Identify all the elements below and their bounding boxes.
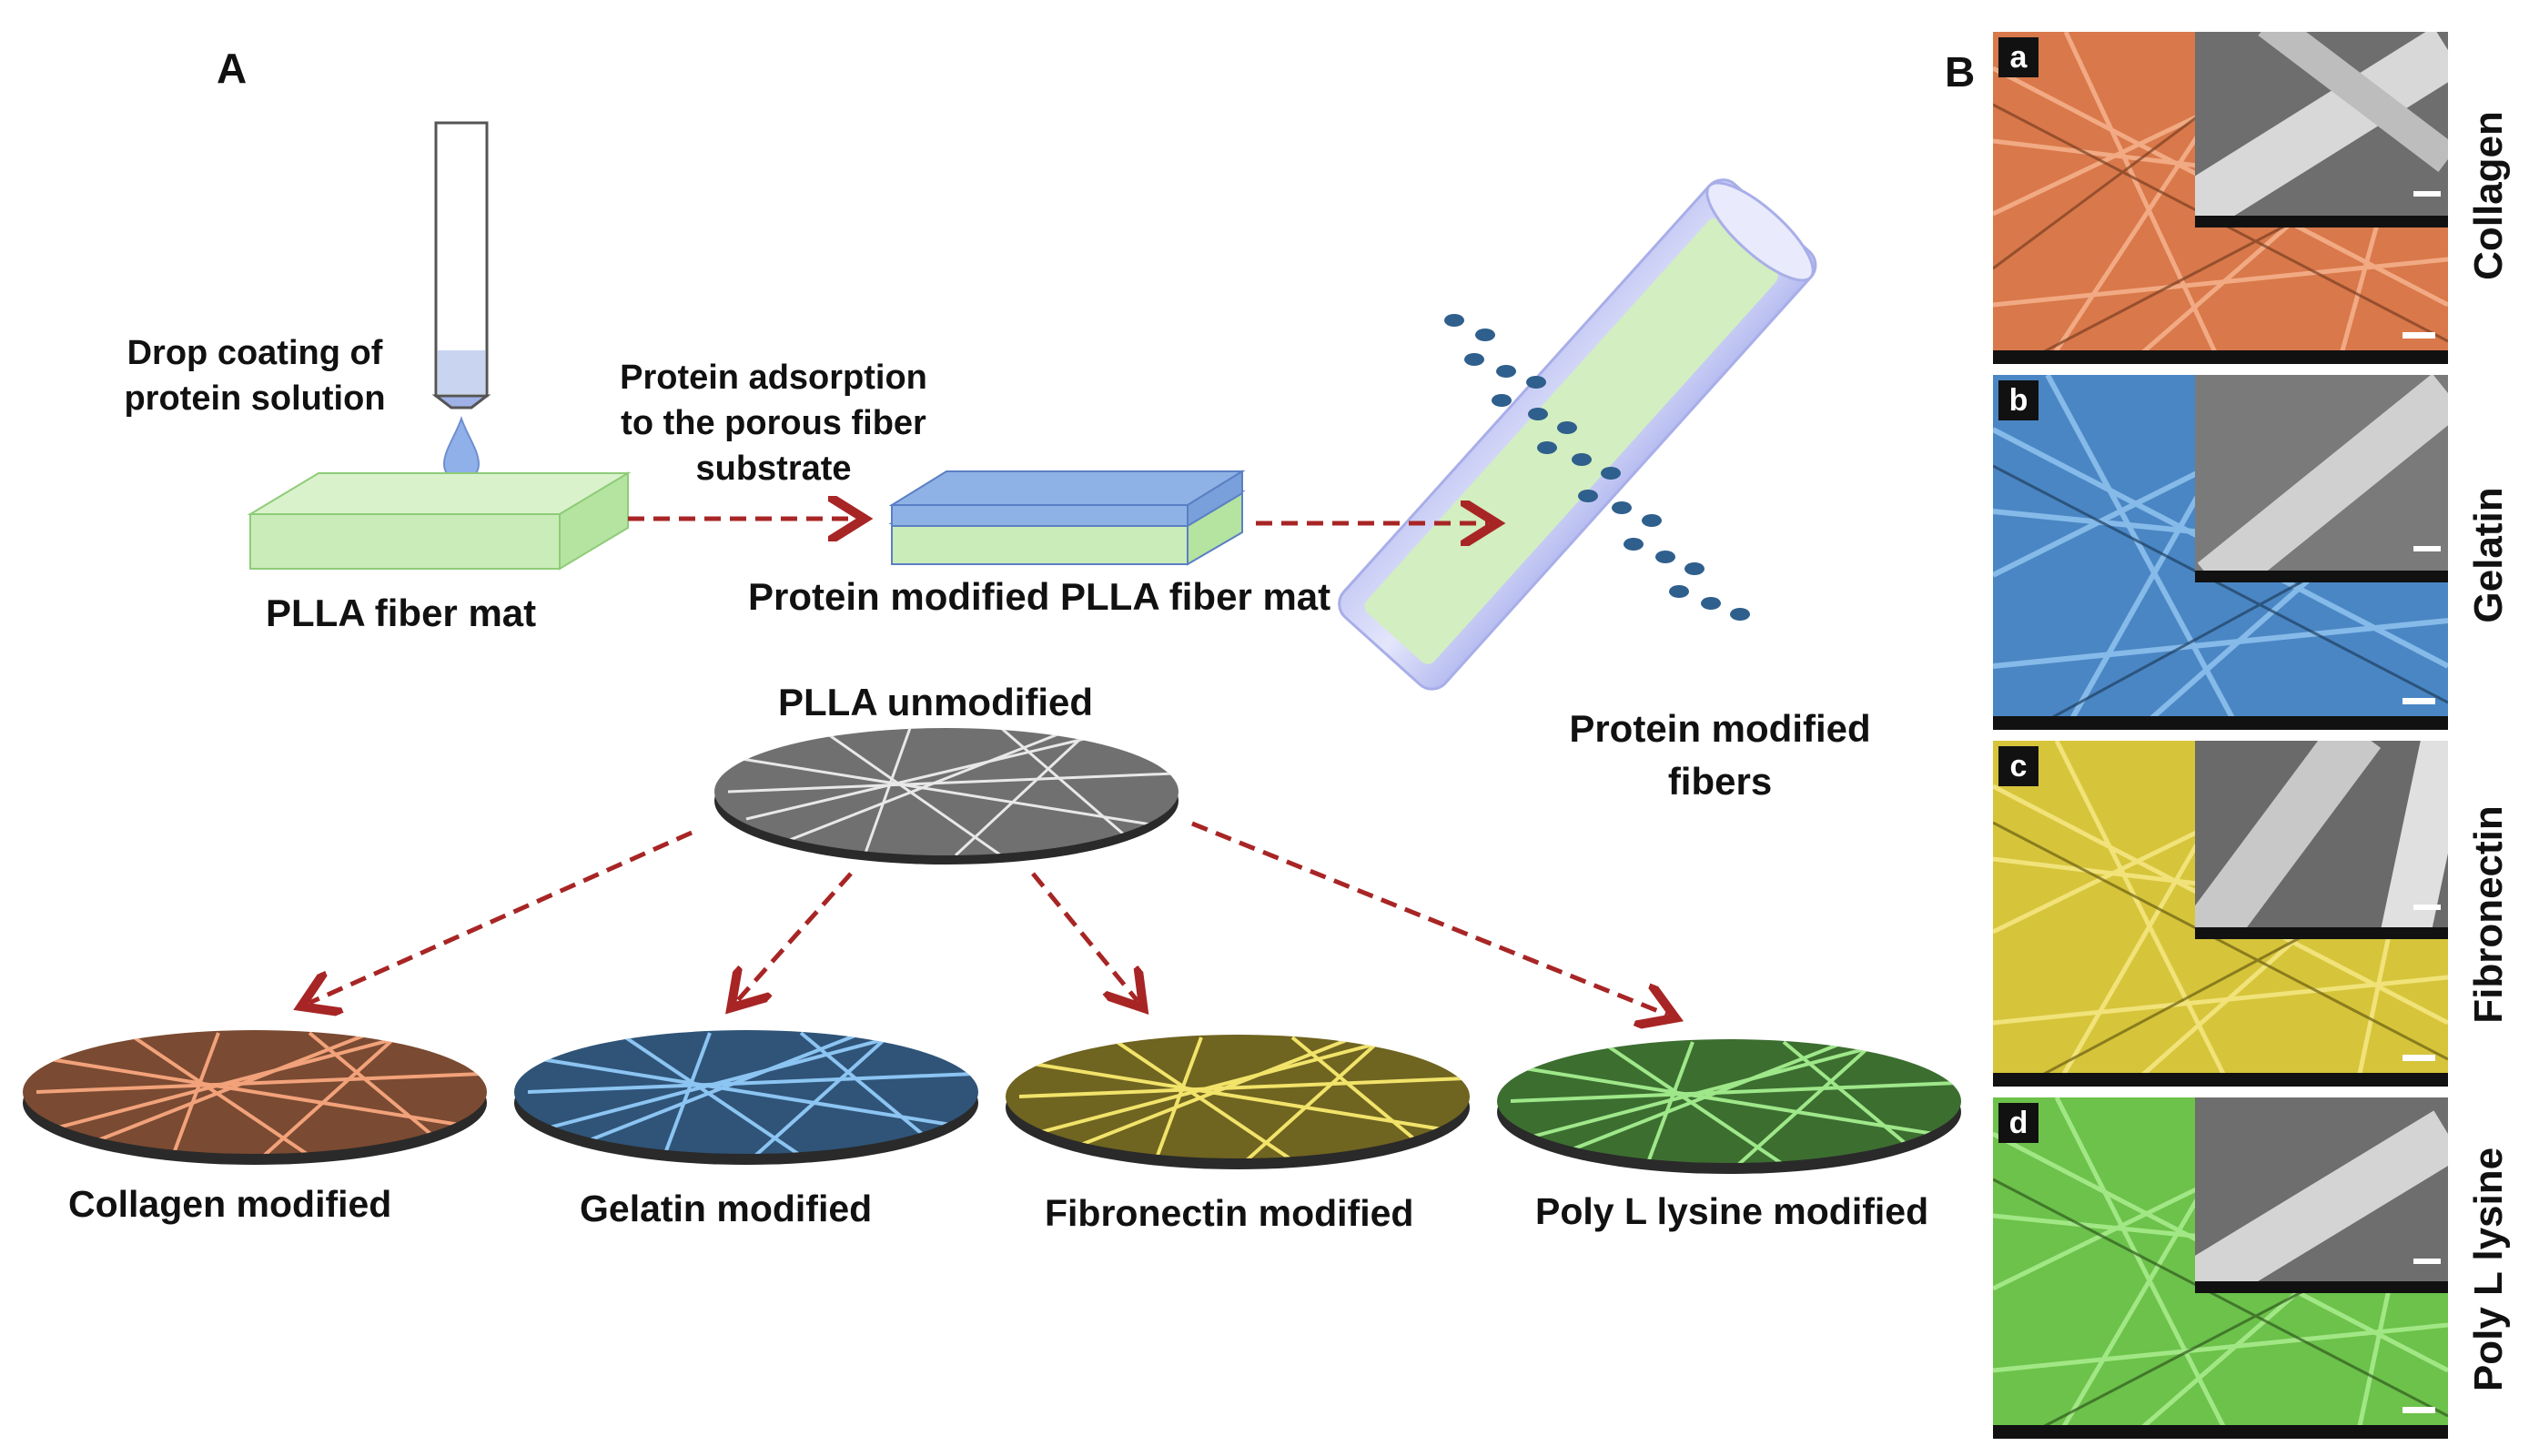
arrow-to-gelatin <box>737 872 853 1001</box>
protein-modified-mat-label: Protein modified PLLA fiber mat <box>748 575 1331 618</box>
sem-image-poly-l-lysine: d <box>1993 1097 2448 1439</box>
panel-a-letter: A <box>217 45 248 92</box>
fibers-line1: Protein modified <box>1569 707 1871 750</box>
sem-inset-fibronectin <box>2181 741 2448 956</box>
drop-coating-label: Drop coating of protein solution <box>100 330 410 421</box>
sem-image-gelatin: b <box>1993 375 2448 730</box>
sem-letter-c: c <box>1998 746 2038 786</box>
gelatin-disc <box>514 1030 978 1165</box>
collagen-disc <box>23 1030 487 1165</box>
adsorption-line3: substrate <box>695 450 852 488</box>
arrow-to-poly-l-lysine <box>1191 821 1667 1015</box>
adsorption-label: Protein adsorption to the porous fiber s… <box>582 355 965 491</box>
poly-l-lysine-modified-label: Poly L lysine modified <box>1535 1190 1929 1232</box>
side-label-poly-l-lysine: Poly L lysine <box>2466 1147 2511 1392</box>
side-label-fibronectin: Fibronectin <box>2466 805 2511 1024</box>
plla-unmodified-label: PLLA unmodified <box>778 681 1094 723</box>
gelatin-modified-label: Gelatin modified <box>580 1188 873 1229</box>
adsorption-line1: Protein adsorption <box>620 359 927 397</box>
sem-letter-b: b <box>1998 380 2038 420</box>
sem-inset-poly-l-lysine <box>2171 1097 2448 1317</box>
protein-modified-fiber-icon <box>1338 178 1817 691</box>
sem-image-collagen: a <box>1993 32 2448 364</box>
sem-letter-a: a <box>1998 37 2038 77</box>
protein-modified-mat-icon <box>888 470 1246 566</box>
fibronectin-disc <box>1006 1035 1470 1169</box>
protein-dots <box>1444 314 1750 621</box>
sem-inset-gelatin <box>2195 375 2448 602</box>
protein-modified-fibers-label: Protein modified fibers <box>1520 703 1920 808</box>
side-label-gelatin: Gelatin <box>2466 487 2511 623</box>
poly-l-lysine-disc <box>1497 1039 1961 1174</box>
sem-letter-d: d <box>1998 1103 2038 1143</box>
plla-fiber-mat-icon <box>247 471 632 571</box>
sem-image-fibronectin: c <box>1993 741 2448 1087</box>
panel-b-letter: B <box>1945 48 1976 96</box>
adsorption-line2: to the porous fiber <box>621 404 926 442</box>
pipette-icon <box>431 121 491 482</box>
side-label-collagen: Collagen <box>2466 111 2511 280</box>
drop-coating-line2: protein solution <box>124 379 386 418</box>
collagen-modified-label: Collagen modified <box>68 1183 392 1225</box>
fibers-line2: fibers <box>1667 760 1773 803</box>
plla-unmodified-disc <box>714 728 1179 864</box>
fibronectin-modified-label: Fibronectin modified <box>1045 1192 1414 1234</box>
drop-coating-line1: Drop coating of <box>126 334 383 372</box>
arrow-to-fibronectin <box>1031 872 1138 1001</box>
plla-fiber-mat-label: PLLA fiber mat <box>266 592 537 634</box>
sem-inset-collagen <box>2171 32 2448 238</box>
arrow-to-collagen <box>309 830 693 1003</box>
